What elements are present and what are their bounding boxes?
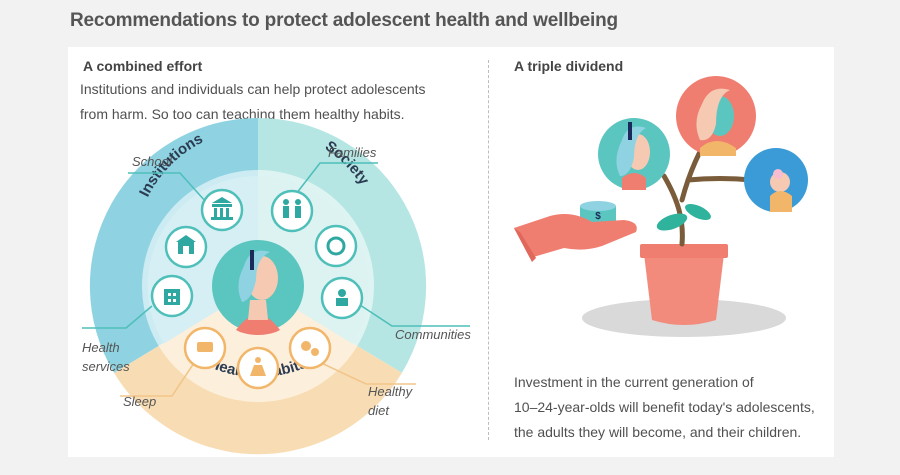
adult-face-circle	[676, 76, 756, 156]
callout-school: School	[132, 154, 172, 169]
callout-lines-habits	[120, 359, 416, 397]
callout-families: Families	[328, 145, 377, 160]
adolescent-face-icon	[212, 240, 304, 335]
callout-health-services: Health services	[82, 340, 130, 374]
right-description: Investment in the current generation of …	[514, 374, 815, 440]
child-face-circle-left	[598, 118, 670, 190]
community-icon	[314, 224, 358, 268]
section-divider	[488, 60, 489, 440]
family-icon	[270, 189, 314, 233]
callout-sleep: Sleep	[123, 394, 157, 409]
callout-healthy-diet: Healthy diet	[368, 384, 413, 418]
right-section-title: A triple dividend	[514, 58, 624, 74]
callout-communities: Communities	[395, 327, 471, 342]
left-section-title: A combined effort	[83, 58, 203, 74]
baby-face-circle	[744, 148, 808, 212]
plant-pot-icon	[644, 254, 724, 325]
svg-text:$: $	[595, 211, 601, 222]
callout-lines	[82, 162, 470, 329]
page-title: Recommendations to protect adolescent he…	[70, 10, 618, 31]
hand-icon	[514, 214, 637, 262]
left-description: Institutions and individuals can help pr…	[80, 81, 426, 122]
